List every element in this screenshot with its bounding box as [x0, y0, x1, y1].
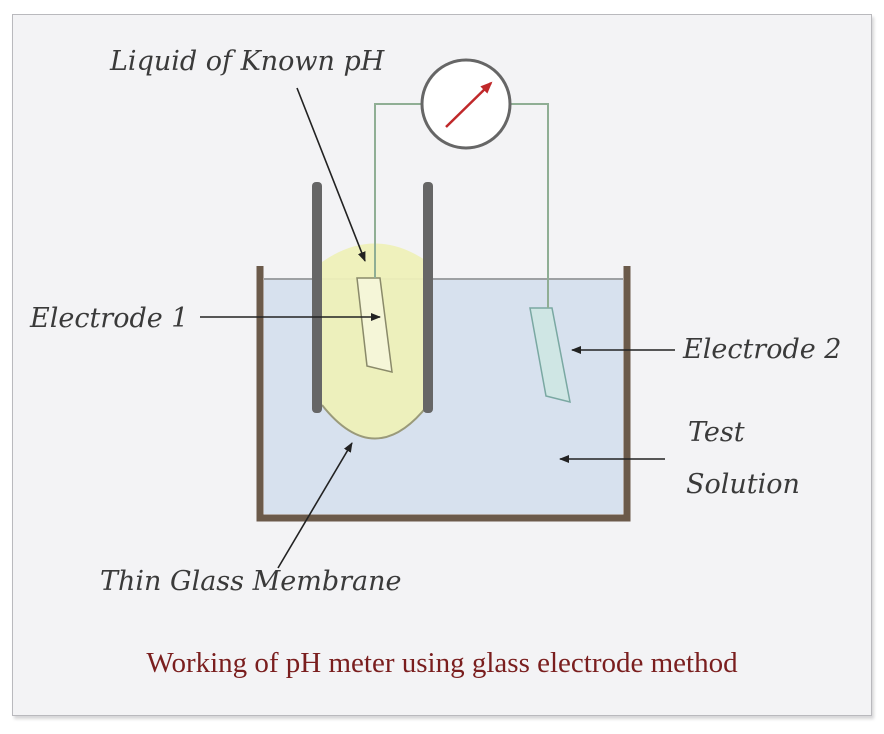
electrode-2-plate	[529, 307, 571, 404]
label-test-solution-line1: Test	[688, 417, 745, 448]
label-test-solution-line2: Solution	[686, 469, 800, 500]
glass-tube-left-wall	[312, 182, 322, 413]
label-electrode-1: Electrode 1	[29, 303, 188, 334]
wire-electrode-2	[510, 103, 549, 308]
label-electrode-2: Electrode 2	[682, 334, 841, 365]
diagram-caption: Working of pH meter using glass electrod…	[146, 647, 738, 679]
glass-membrane-bulb	[321, 404, 429, 440]
glass-tube-right-wall	[423, 182, 433, 413]
wire-electrode-1	[374, 103, 422, 278]
electrode-1-plate	[356, 277, 393, 373]
arrow-liquid-known-ph	[296, 87, 366, 262]
label-liquid-known-ph: Liquid of Known pH	[109, 46, 385, 77]
beaker	[256, 266, 631, 522]
meter-needle	[445, 81, 493, 128]
arrow-thin-glass-membrane	[277, 442, 353, 569]
label-thin-glass-membrane: Thin Glass Membrane	[100, 566, 401, 597]
ph-meter-dial	[420, 58, 512, 150]
